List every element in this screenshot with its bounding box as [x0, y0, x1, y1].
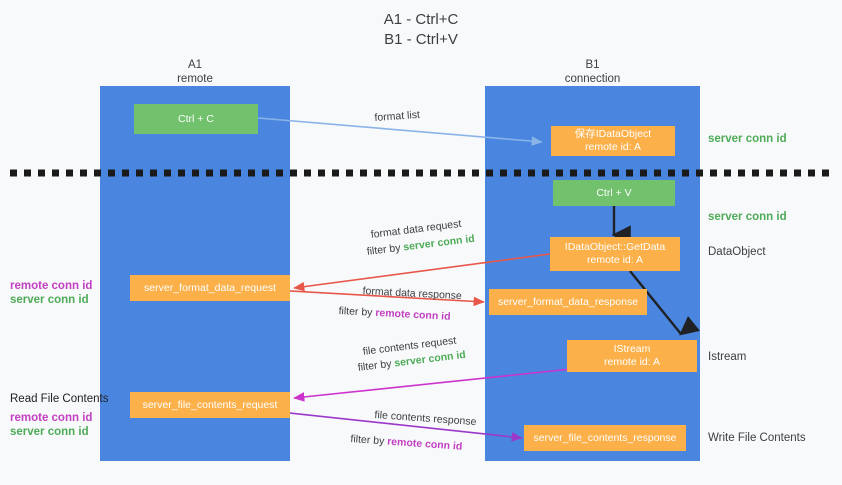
box-server-format-data-request-label: server_format_data_request: [144, 281, 276, 294]
right-label-server-conn-id-mid: server conn id: [708, 211, 787, 223]
edge-label-fdresp-filter-prefix: filter by: [338, 304, 376, 319]
left-label-server-conn-id-1: server conn id: [10, 294, 89, 306]
lane-header-a1: A1 remote: [100, 58, 290, 86]
lane-b1-name: B1: [585, 59, 600, 71]
edge-label-format-list: format list: [374, 108, 421, 124]
lane-header-b1: B1 connection: [485, 58, 700, 86]
page-title: A1 - Ctrl+C B1 - Ctrl+V: [0, 10, 842, 50]
box-server-file-contents-request[interactable]: server_file_contents_request: [130, 392, 290, 418]
right-label-write-file-contents: Write File Contents: [708, 432, 806, 444]
edge-label-fcreq-filter-prefix: filter by: [357, 357, 396, 374]
box-ctrl-c-line1: Ctrl + C: [178, 112, 214, 125]
right-label-istream: Istream: [708, 351, 747, 363]
edge-label-format-data-response: format data response: [362, 284, 463, 303]
lane-a1-role: remote: [177, 73, 213, 85]
box-idataobject-getdata-line2: remote id: A: [586, 254, 644, 266]
box-server-format-data-response[interactable]: server_format_data_response: [489, 289, 647, 315]
box-idataobject-getdata-line1: IDataObject::GetData: [564, 241, 666, 253]
box-ctrl-v-line1: Ctrl + V: [596, 186, 632, 199]
box-istream-line1: IStream: [613, 343, 651, 355]
edge-label-format-data-response-filter: filter by remote conn id: [338, 304, 451, 324]
box-server-format-data-response-label: server_format_data_response: [497, 295, 639, 308]
box-idataobject-getdata[interactable]: IDataObject::GetData remote id: A: [550, 237, 680, 271]
box-server-format-data-request[interactable]: server_format_data_request: [130, 275, 290, 301]
box-ctrl-c[interactable]: Ctrl + C: [134, 104, 258, 134]
edge-label-fdresp-filter-key: remote conn id: [375, 306, 451, 323]
right-label-dataobject: DataObject: [708, 246, 766, 258]
box-istream[interactable]: IStream remote id: A: [567, 340, 697, 372]
box-ctrl-v[interactable]: Ctrl + V: [553, 180, 675, 206]
title-line-1: A1 - Ctrl+C: [383, 11, 459, 28]
edge-label-file-contents-response-filter: filter by remote conn id: [350, 432, 463, 454]
lane-b1-role: connection: [564, 73, 621, 85]
right-label-server-conn-id-top: server conn id: [708, 133, 787, 145]
lane-a1-name: A1: [187, 59, 203, 71]
box-save-idataobject[interactable]: 保存IDataObject remote id: A: [551, 126, 675, 156]
edge-label-fcresp-filter-key: remote conn id: [386, 435, 463, 453]
box-server-file-contents-request-label: server_file_contents_request: [142, 398, 278, 411]
box-save-idataobject-line1: 保存IDataObject: [574, 128, 652, 140]
box-server-file-contents-response-label: server_file_contents_response: [533, 431, 677, 444]
left-label-server-conn-id-2: server conn id: [10, 426, 89, 438]
box-save-idataobject-line2: remote id: A: [584, 141, 642, 153]
edge-label-file-contents-response: file contents response: [374, 408, 477, 429]
box-istream-line2: remote id: A: [603, 356, 661, 368]
edge-label-fdreq-filter-prefix: filter by: [366, 241, 405, 258]
box-server-file-contents-response[interactable]: server_file_contents_response: [524, 425, 686, 451]
title-line-2: B1 - Ctrl+V: [384, 31, 458, 48]
edge-label-fcresp-filter-prefix: filter by: [350, 432, 388, 448]
left-label-remote-conn-id-2: remote conn id: [10, 412, 93, 424]
left-label-read-file-contents: Read File Contents: [10, 393, 109, 405]
left-label-remote-conn-id-1: remote conn id: [10, 280, 93, 292]
